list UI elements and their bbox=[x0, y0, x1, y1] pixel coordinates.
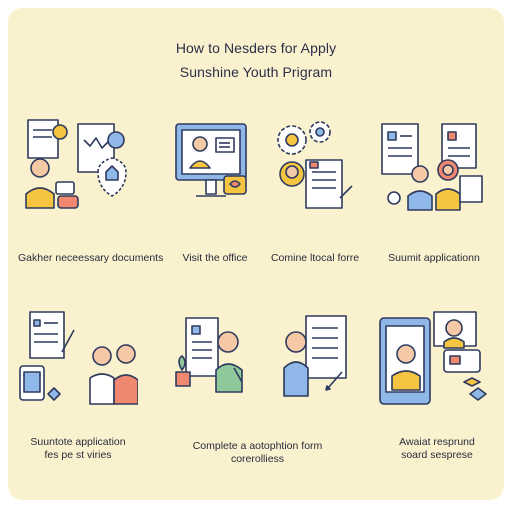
step-2-caption: Visit the office bbox=[182, 252, 248, 264]
step-8-caption-line-1: Awaiat resprund bbox=[399, 436, 475, 448]
infographic-card bbox=[8, 8, 504, 500]
documents-person-shield-icon bbox=[18, 110, 138, 220]
computer-video-call-icon bbox=[170, 118, 260, 218]
title-line-2: Sunshine Youth Prigram bbox=[179, 64, 333, 80]
phone-video-puzzle-icon bbox=[378, 306, 496, 412]
step-6-caption-line-1: Complete a aotophtion form bbox=[192, 440, 323, 452]
step-6-caption-line-2: corerolliess bbox=[230, 453, 285, 465]
step-8-caption-line-2: soard sespresе bbox=[401, 449, 473, 461]
step-3-caption: Comine ltocal forre bbox=[270, 252, 360, 264]
step-6-caption: Complete a aotophtion form corerolliess bbox=[170, 440, 345, 466]
step-5-caption-line-1: Suuntote application bbox=[30, 436, 126, 448]
gears-person-form-icon bbox=[270, 112, 360, 222]
step-4-caption: Suumit applicationn bbox=[388, 252, 480, 264]
step-5-caption-line-2: fes pe st viries bbox=[44, 449, 112, 461]
step-8-caption: Awaiat resprund soard sespresе bbox=[378, 436, 496, 462]
form-plant-person-icon bbox=[172, 312, 262, 408]
checklist-family-icon bbox=[376, 118, 492, 218]
step-1-caption: Gakher neceessary documents bbox=[18, 252, 164, 264]
person-form-pen-icon bbox=[276, 312, 356, 408]
forms-children-icon bbox=[18, 308, 138, 412]
title-line-1: How to Nesders for Apply bbox=[175, 40, 337, 56]
step-5-caption: Suuntote application fes pe st viries bbox=[18, 436, 138, 462]
